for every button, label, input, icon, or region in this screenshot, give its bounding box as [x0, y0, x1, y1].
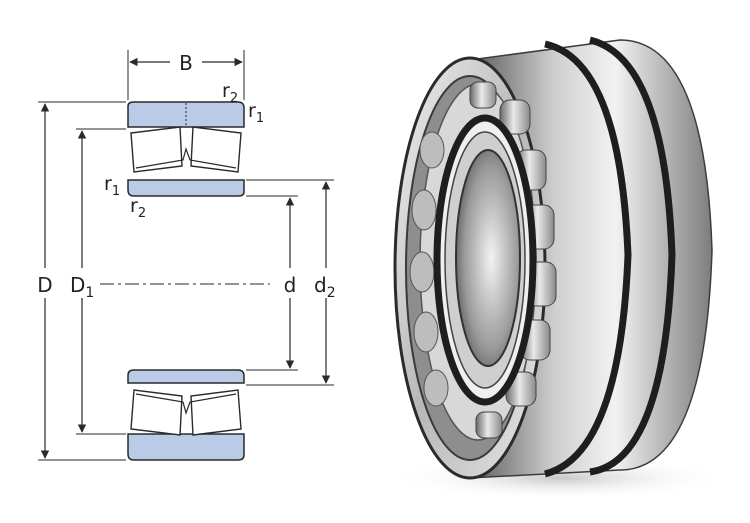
dimension-D1: D1: [70, 128, 126, 435]
roller: [411, 189, 437, 231]
label-d2: d2: [314, 273, 336, 301]
label-r1-left: r1: [104, 173, 120, 199]
bore: [455, 149, 521, 367]
label-D: D: [37, 273, 52, 297]
roller: [413, 311, 439, 353]
dimension-d: d: [246, 195, 298, 371]
dimension-B: B: [127, 50, 245, 100]
label-B: B: [179, 51, 193, 75]
roller: [475, 411, 503, 439]
label-r1-top: r1: [248, 100, 264, 126]
roller: [499, 99, 531, 135]
roller: [419, 131, 445, 169]
label-D1: D1: [70, 273, 94, 301]
label-r2-top: r2: [222, 80, 238, 106]
bearing-illustration: [390, 36, 730, 500]
roller: [423, 369, 449, 407]
dimension-D: D: [37, 101, 126, 461]
label-d: d: [284, 273, 297, 297]
outer-groove-2: [589, 36, 676, 476]
cross-section-drawing: B r2 r1 r1 r2 D: [37, 50, 336, 461]
roller: [469, 81, 497, 109]
label-r2-left: r2: [130, 195, 146, 221]
bottom-ring-section: [127, 369, 245, 461]
roller: [409, 251, 435, 293]
outer-groove-1: [544, 40, 632, 478]
dimension-d2: d2: [246, 179, 336, 386]
top-ring-section: [127, 101, 245, 197]
